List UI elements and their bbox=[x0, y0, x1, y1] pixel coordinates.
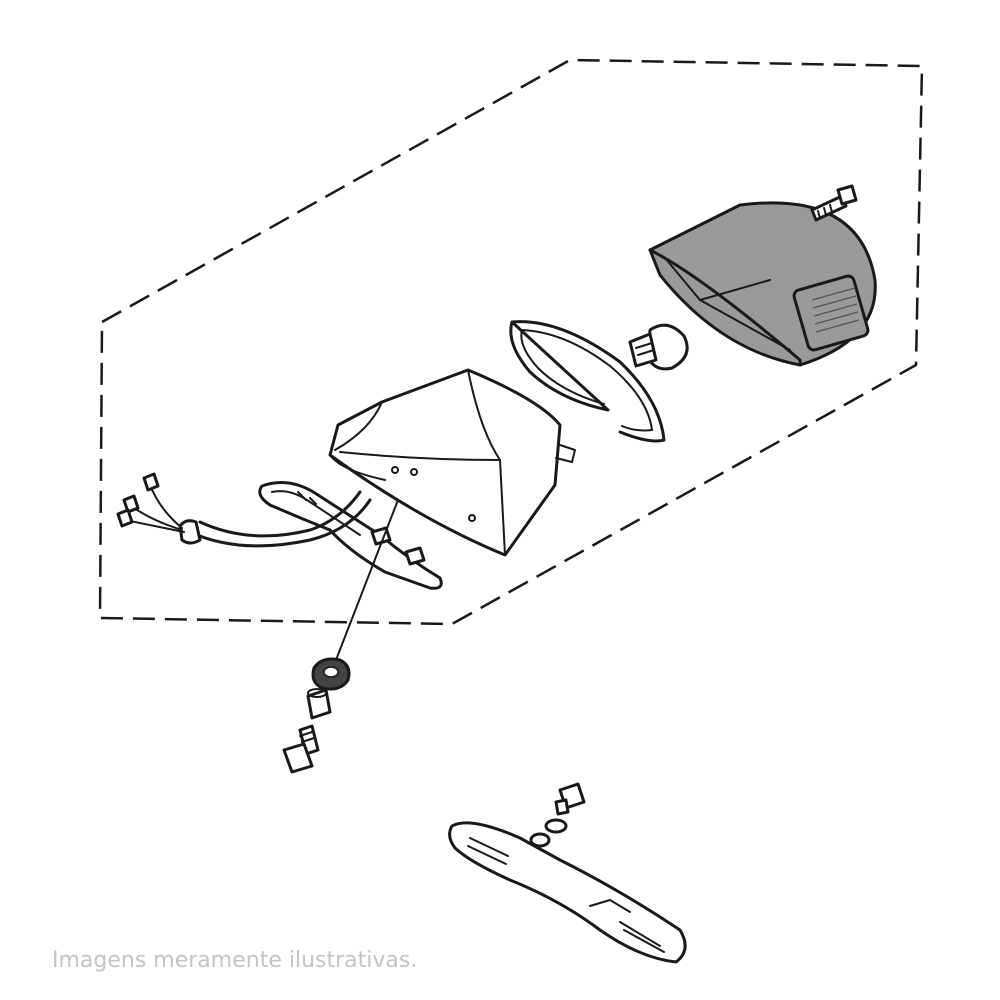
gasket bbox=[509, 320, 666, 443]
plate-lock-washer bbox=[529, 832, 551, 848]
plate-washer bbox=[544, 818, 568, 834]
collar bbox=[306, 688, 332, 720]
assembly-boundary bbox=[98, 58, 924, 626]
wiring-harness bbox=[116, 472, 372, 548]
mounting-bracket bbox=[258, 481, 443, 590]
license-plate-bracket bbox=[448, 821, 687, 964]
bulb bbox=[628, 323, 689, 371]
lens-cover bbox=[648, 201, 877, 367]
leader-line bbox=[335, 499, 399, 661]
housing bbox=[328, 368, 576, 557]
illustration-disclaimer: Imagens meramente ilustrativas. bbox=[52, 948, 418, 973]
lens-screw bbox=[810, 184, 858, 222]
grommet bbox=[311, 657, 351, 691]
plate-bolt bbox=[554, 782, 586, 816]
bolt bbox=[282, 724, 320, 774]
